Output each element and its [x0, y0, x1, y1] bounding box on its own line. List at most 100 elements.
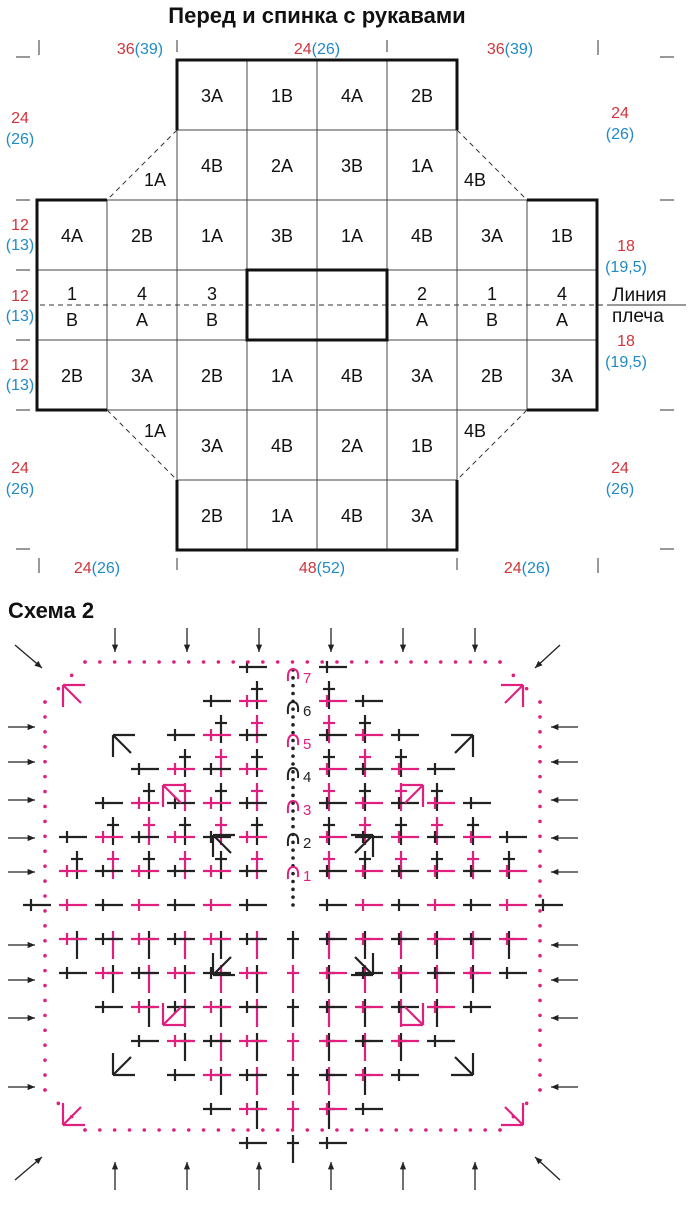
- dim-top-left: 36(39): [117, 41, 163, 58]
- stitch-mark: [319, 967, 347, 979]
- stitch-mark: [95, 831, 123, 843]
- chain-dot: [290, 1128, 295, 1132]
- chain-dot: [291, 683, 295, 688]
- stitch-mark: [203, 1035, 231, 1047]
- grid-cell-label: 3: [207, 284, 217, 304]
- chain-dot: [538, 968, 542, 973]
- chain-dot: [43, 715, 47, 719]
- chain-dot: [98, 660, 102, 664]
- chain-dot: [43, 983, 47, 988]
- chain-dot: [468, 660, 473, 664]
- thick-outline: [35, 58, 599, 552]
- chain-dot: [305, 1128, 310, 1132]
- chain-dot: [43, 953, 47, 958]
- stitch-mark: [143, 999, 155, 1027]
- stitch-mark: [167, 967, 195, 979]
- stitch-mark: [499, 933, 527, 945]
- grid-cell-label: 3A: [201, 86, 223, 106]
- corner-stitch: [161, 783, 185, 807]
- stitch-mark: [323, 965, 335, 993]
- direction-arrow: [8, 834, 35, 842]
- chain-dot: [43, 789, 47, 794]
- grid-cell-label: 4A: [341, 86, 363, 106]
- chain-dot: [483, 660, 487, 664]
- stitch-mark: [499, 899, 527, 911]
- grid-cell-label: 3A: [481, 226, 503, 246]
- direction-arrow: [255, 1162, 263, 1190]
- stitch-mark: [319, 1069, 347, 1081]
- stitch-mark: [431, 851, 443, 879]
- stitch-mark: [395, 749, 407, 777]
- grid-cell-label: 4B: [271, 436, 293, 456]
- stitch-mark: [323, 931, 335, 959]
- grid-cell-label: 3A: [131, 366, 153, 386]
- grid-cell-label: A: [416, 310, 428, 330]
- direction-arrow: [551, 723, 578, 731]
- dim-right-3-red: 18: [617, 333, 635, 350]
- chain-dot: [43, 804, 47, 809]
- stitch-mark: [395, 999, 407, 1027]
- corner-stitch: [451, 1053, 475, 1077]
- stitch-mark: [179, 999, 191, 1027]
- chain-dot: [83, 1128, 87, 1132]
- corner-stitch: [111, 1053, 135, 1077]
- stitch-mark: [355, 933, 383, 945]
- stitch-mark: [395, 931, 407, 959]
- chain-dot: [364, 660, 369, 664]
- dim-right-4-red: 24: [611, 460, 629, 477]
- stitch-mark: [251, 749, 263, 777]
- stitch-mark: [395, 851, 407, 879]
- chain-dot: [43, 849, 47, 854]
- chain-dot: [56, 1101, 61, 1106]
- stitch-mark: [215, 1067, 227, 1095]
- stitch-mark: [215, 783, 227, 811]
- chain-dot: [453, 660, 458, 664]
- chain-dot: [524, 686, 529, 691]
- stitch-mark: [251, 1033, 263, 1061]
- chain-dot: [216, 1128, 221, 1132]
- stitch-mark: [251, 851, 263, 879]
- stitch-mark: [251, 1101, 263, 1129]
- chain-dot: [483, 1128, 487, 1132]
- stitch-mark: [503, 851, 515, 879]
- chain-dot: [538, 759, 542, 764]
- stitch-mark: [463, 865, 491, 877]
- stitch-mark: [131, 797, 159, 809]
- stitch-mark: [427, 933, 455, 945]
- chain-dot: [43, 834, 47, 839]
- chain-dot: [43, 879, 47, 883]
- row-number: 4: [303, 769, 311, 786]
- chain-dot: [43, 864, 47, 868]
- chain-dot: [538, 744, 542, 749]
- chain-dot: [157, 660, 161, 664]
- stitch-mark: [239, 695, 267, 707]
- stitch-mark: [355, 695, 383, 707]
- chain-dot: [538, 879, 542, 883]
- crochet-scheme: [8, 628, 578, 1190]
- stitch-mark: [431, 965, 443, 993]
- stitch-mark: [463, 967, 491, 979]
- dim-right-2-blue: (19,5): [605, 259, 647, 276]
- stitch-mark: [95, 1001, 123, 1013]
- stitch-mark: [431, 931, 443, 959]
- dim-left-1-red: 24: [11, 110, 29, 127]
- stitch-mark: [467, 817, 479, 845]
- stitch-mark: [391, 865, 419, 877]
- grid-cell-label: A: [136, 310, 148, 330]
- chain-dot: [498, 660, 502, 664]
- stitch-mark: [287, 1101, 299, 1129]
- stitch-mark: [179, 749, 191, 777]
- stitch-mark: [203, 933, 231, 945]
- stitch-mark: [359, 715, 371, 743]
- chain-dot: [43, 1013, 47, 1018]
- stitch-mark: [59, 831, 87, 843]
- direction-arrow: [8, 976, 35, 984]
- stitch-mark: [503, 931, 515, 959]
- stitch-mark: [71, 851, 83, 879]
- chain-dot: [69, 1114, 74, 1119]
- stitch-mark: [391, 933, 419, 945]
- row-number: 7: [303, 670, 311, 687]
- grid-cell-label: 1: [487, 284, 497, 304]
- corner-stitch: [501, 1103, 525, 1127]
- stitch-mark: [359, 851, 371, 879]
